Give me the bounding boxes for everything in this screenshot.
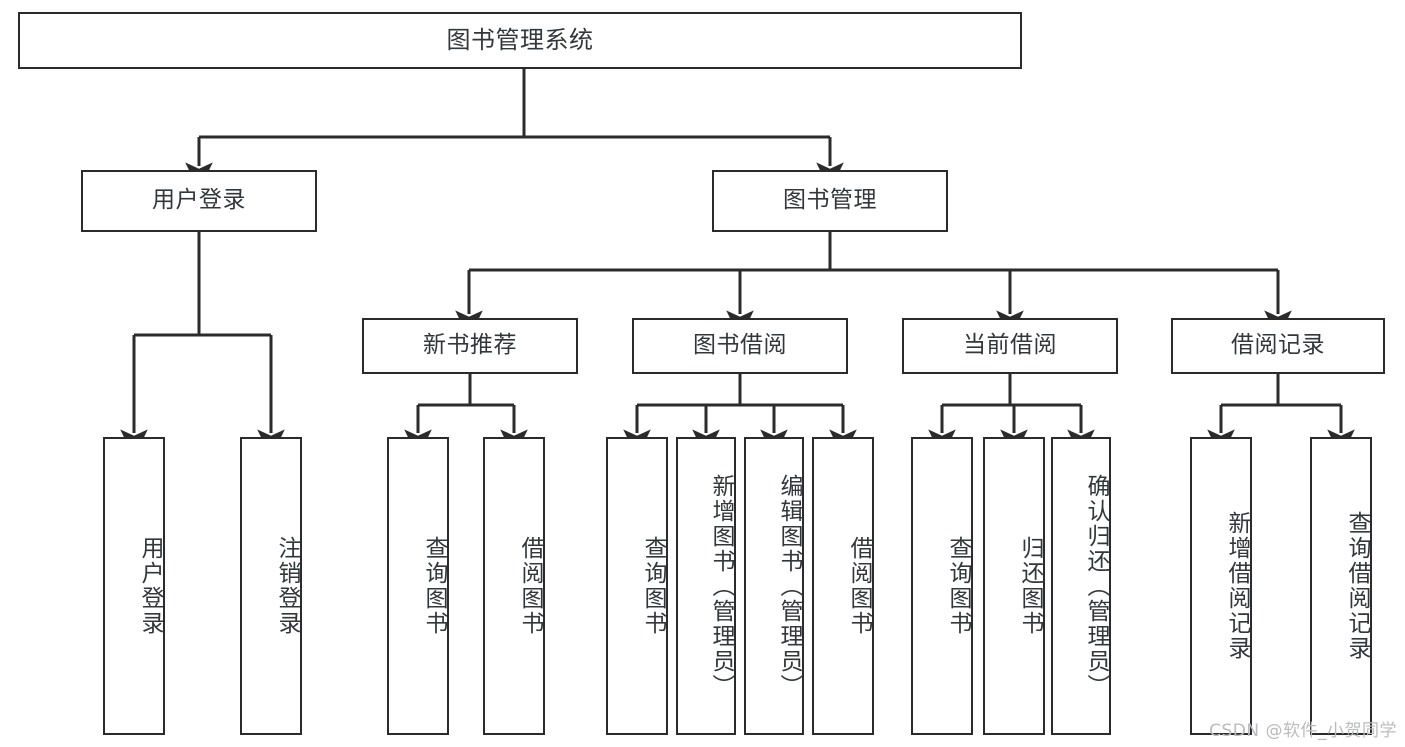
- leaf-label: 确认归还（管理员）: [1083, 473, 1109, 699]
- leaf-label: 注销登录: [274, 536, 300, 636]
- leaf-label: 新增图书（管理员）: [708, 473, 734, 699]
- leaf-edit-book-admin[interactable]: 编辑图书（管理员）: [744, 437, 804, 735]
- leaf-label: 新增借阅记录: [1224, 511, 1250, 661]
- node-root[interactable]: 图书管理系统: [18, 12, 1022, 69]
- leaf-borrow-books-newbooks[interactable]: 借阅图书: [483, 437, 545, 735]
- leaf-label: 查询图书: [945, 536, 971, 636]
- leaf-label: 查询借阅记录: [1344, 511, 1370, 661]
- node-current-borrow[interactable]: 当前借阅: [902, 318, 1118, 374]
- leaf-user-login[interactable]: 用户登录: [103, 437, 165, 735]
- leaf-query-books-newbooks[interactable]: 查询图书: [387, 437, 449, 735]
- node-user-login[interactable]: 用户登录: [81, 170, 317, 232]
- node-book-management[interactable]: 图书管理: [712, 170, 948, 232]
- leaf-label: 用户登录: [137, 536, 163, 636]
- leaf-label: 借阅图书: [517, 536, 543, 636]
- leaf-add-book-admin[interactable]: 新增图书（管理员）: [676, 437, 736, 735]
- leaf-query-borrow-record[interactable]: 查询借阅记录: [1310, 437, 1372, 735]
- leaf-add-borrow-record[interactable]: 新增借阅记录: [1190, 437, 1252, 735]
- node-book-borrow[interactable]: 图书借阅: [632, 318, 848, 374]
- leaf-label: 查询图书: [640, 536, 666, 636]
- node-borrow-records[interactable]: 借阅记录: [1171, 318, 1385, 374]
- leaf-logout-login[interactable]: 注销登录: [240, 437, 302, 735]
- node-new-book-recommend[interactable]: 新书推荐: [362, 318, 578, 374]
- csdn-watermark: CSDN @软件_小贺同学: [1209, 721, 1397, 741]
- leaf-confirm-return-admin[interactable]: 确认归还（管理员）: [1051, 437, 1111, 735]
- leaf-query-books-borrow[interactable]: 查询图书: [606, 437, 668, 735]
- leaf-label: 查询图书: [421, 536, 447, 636]
- leaf-label: 编辑图书（管理员）: [776, 473, 802, 699]
- leaf-label: 借阅图书: [846, 536, 872, 636]
- leaf-return-books[interactable]: 归还图书: [983, 437, 1045, 735]
- leaf-borrow-books[interactable]: 借阅图书: [812, 437, 874, 735]
- leaf-label: 归还图书: [1017, 536, 1043, 636]
- leaf-query-books-current[interactable]: 查询图书: [911, 437, 973, 735]
